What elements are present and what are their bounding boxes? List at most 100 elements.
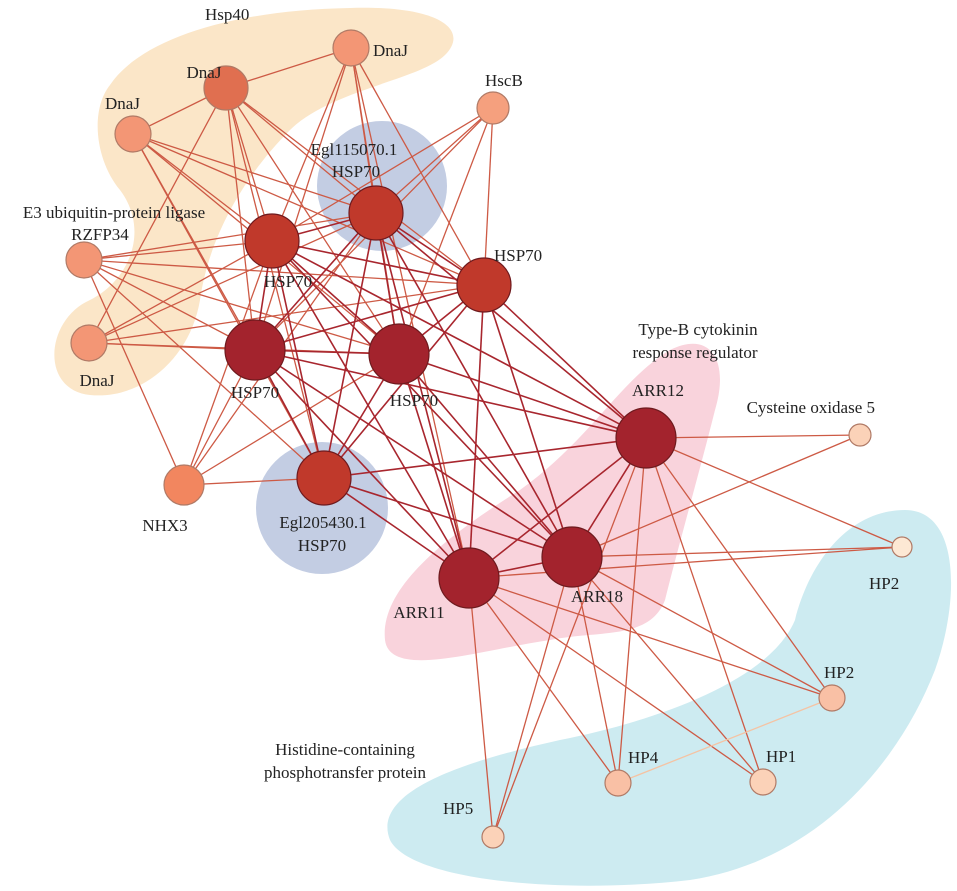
edge-n2-n8	[350, 47, 485, 286]
node-n17[interactable]	[848, 423, 872, 447]
edge-n1-n8	[225, 87, 485, 286]
edge-n14-n18	[645, 437, 903, 548]
edge-n16-n20	[571, 556, 619, 784]
edge-n16-n22	[492, 556, 573, 838]
node-label-n12: NHX3	[142, 516, 187, 535]
hull-egl205430	[256, 442, 388, 574]
edge-n15-n18	[468, 546, 903, 579]
edge-n7-n11	[83, 259, 400, 355]
hull-hp	[387, 510, 952, 886]
edge-n14-n19	[645, 437, 833, 699]
edge-n16-n17	[571, 434, 861, 558]
node-label-n8: HSP70	[494, 246, 542, 265]
edge-n7-n6	[83, 240, 273, 261]
edge-n6-n15	[271, 240, 470, 579]
edge-n5-n16	[375, 212, 573, 558]
edge-n11-n14	[398, 353, 647, 439]
edge-n15-n19	[468, 577, 833, 699]
edge-n2-n6	[271, 47, 352, 242]
group-label-arr-line1: Type-B cytokinin	[638, 320, 758, 339]
node-label-n17: Cysteine oxidase 5	[747, 398, 875, 417]
edge-n3-n5	[132, 133, 377, 214]
edge-n8-n10	[254, 284, 485, 351]
node-n6[interactable]	[244, 213, 300, 269]
edge-n8-n14	[483, 284, 647, 439]
node-n18[interactable]	[891, 536, 913, 558]
node-n19[interactable]	[818, 684, 846, 712]
edge-n9-n6	[88, 240, 273, 344]
edge-n7-n12	[83, 259, 185, 486]
edge-n1-n13	[225, 87, 325, 479]
node-label-n10: HSP70	[231, 383, 279, 402]
edge-n19-n20	[617, 697, 833, 784]
node-n3[interactable]	[114, 115, 152, 153]
edge-n16-n21	[571, 556, 764, 783]
node-label-n13: HSP70	[298, 536, 346, 555]
edge-n16-n19	[571, 556, 833, 699]
edges	[83, 47, 903, 838]
node-n1[interactable]	[203, 65, 249, 111]
group-label-arr-line2: response regulator	[632, 343, 757, 362]
group-label-hsp40: Hsp40	[205, 5, 249, 24]
node-label-n22: HP5	[443, 799, 473, 818]
edge-n7-n5	[83, 212, 377, 261]
node-n14[interactable]	[615, 407, 677, 469]
edge-n3-n6	[132, 133, 273, 242]
node-n15[interactable]	[438, 547, 500, 609]
node-label-n20: HP4	[628, 748, 659, 767]
edge-n14-n17	[645, 434, 861, 439]
node-label-n11: HSP70	[390, 391, 438, 410]
edge-n4-n8	[483, 107, 494, 286]
hull-hsp40	[54, 7, 454, 396]
node-n22[interactable]	[481, 825, 505, 849]
node-label-n13: Egl205430.1	[279, 513, 366, 532]
edge-n13-n14	[323, 437, 647, 479]
edge-n2-n10	[254, 47, 352, 351]
edge-n8-n15	[468, 284, 485, 579]
node-n16[interactable]	[541, 526, 603, 588]
edge-n7-n10	[83, 259, 256, 351]
edge-n14-n15	[468, 437, 647, 579]
edge-n12-n11	[183, 353, 400, 486]
edge-n15-n20	[468, 577, 619, 784]
node-n4[interactable]	[476, 91, 510, 125]
node-n8[interactable]	[456, 257, 512, 313]
edge-n5-n15	[375, 212, 470, 579]
edge-n3-n13	[132, 133, 325, 479]
node-label-n9: DnaJ	[80, 371, 115, 390]
node-n21[interactable]	[749, 768, 777, 796]
node-label-n6: HSP70	[264, 272, 312, 291]
node-label-n16: ARR18	[571, 587, 623, 606]
edge-n11-n16	[398, 353, 573, 558]
edge-n8-n16	[483, 284, 573, 558]
node-n5[interactable]	[348, 185, 404, 241]
node-n7[interactable]	[65, 241, 103, 279]
node-label-n7: RZFP34	[71, 225, 129, 244]
node-n10[interactable]	[224, 319, 286, 381]
edge-n6-n16	[271, 240, 573, 558]
edge-n10-n14	[254, 349, 647, 439]
node-n12[interactable]	[163, 464, 205, 506]
edge-n15-n21	[468, 577, 764, 783]
node-n9[interactable]	[70, 324, 108, 362]
node-n2[interactable]	[332, 29, 370, 67]
edge-n14-n20	[617, 437, 647, 784]
edge-n7-n13	[83, 259, 325, 479]
node-label-n19: HP2	[824, 663, 854, 682]
edge-n1-n10	[225, 87, 256, 351]
edge-n7-n8	[83, 259, 485, 286]
node-n20[interactable]	[604, 769, 632, 797]
group-hulls	[54, 7, 952, 886]
node-label-n4: HscB	[485, 71, 523, 90]
node-label-n2: DnaJ	[373, 41, 408, 60]
edge-n3-n8	[132, 133, 485, 286]
node-label-n7: E3 ubiquitin-protein ligase	[23, 203, 205, 222]
node-n11[interactable]	[368, 323, 430, 385]
node-label-n14: ARR12	[632, 381, 684, 400]
edge-n14-n22	[492, 437, 647, 838]
group-label-hp-line2: phosphotransfer protein	[264, 763, 426, 782]
edge-n2-n5	[350, 47, 377, 214]
edge-n1-n5	[225, 87, 377, 214]
node-n13[interactable]	[296, 450, 352, 506]
